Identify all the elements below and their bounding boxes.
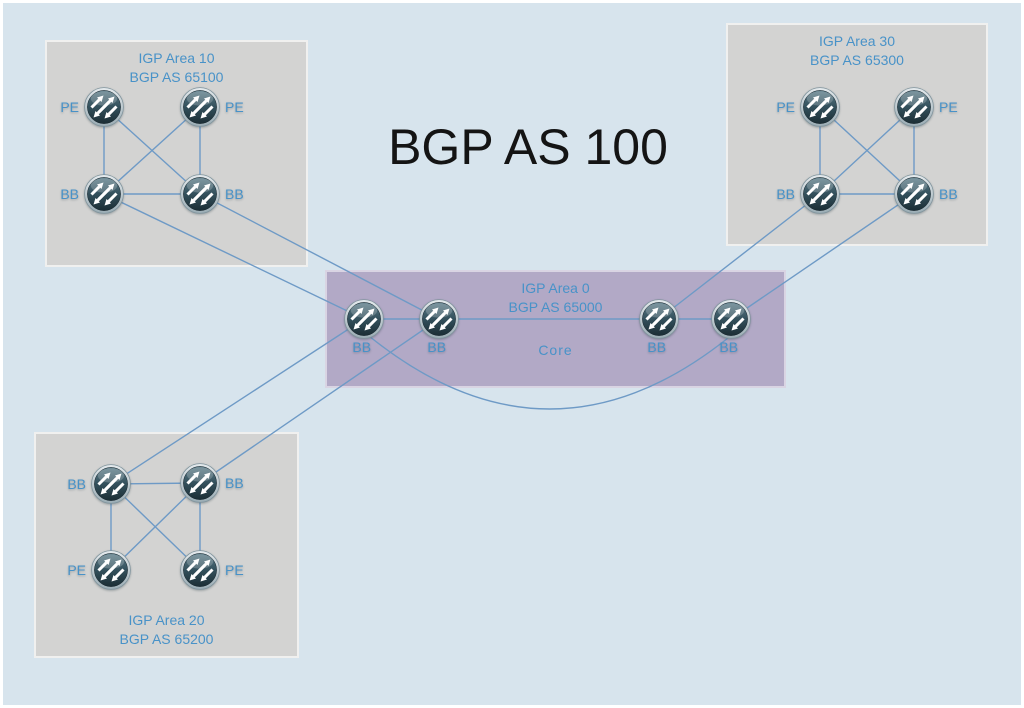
router-a10-pe2: PE	[179, 86, 244, 128]
router-label: BB	[427, 339, 447, 355]
router-a20-bb1: BB	[67, 463, 132, 505]
router-label: BB	[776, 186, 795, 202]
router-icon	[799, 86, 841, 128]
router-label: BB	[647, 339, 667, 355]
router-a30-bb2: BB	[893, 173, 958, 215]
router-a20-pe1: PE	[67, 549, 132, 591]
router-label: BB	[225, 475, 244, 491]
router-core-bb1: BB	[343, 298, 385, 355]
router-a20-pe2: PE	[179, 549, 244, 591]
area-box-title-line: IGP Area 0	[521, 280, 590, 296]
router-icon	[799, 173, 841, 215]
area-box-title: IGP Area 20 BGP AS 65200	[36, 611, 297, 649]
router-icon	[90, 463, 132, 505]
area-box-area30: IGP Area 30 BGP AS 65300	[726, 23, 988, 246]
area-box-title-line: BGP AS 65100	[129, 69, 224, 85]
router-label: PE	[776, 99, 795, 115]
area-box-area10: IGP Area 10 BGP AS 65100	[45, 40, 308, 267]
router-label: PE	[939, 99, 958, 115]
router-icon	[83, 173, 125, 215]
router-icon	[638, 298, 680, 340]
router-core-bb4: BB	[710, 298, 752, 355]
router-icon	[179, 549, 221, 591]
router-label: BB	[67, 476, 86, 492]
router-a10-bb1: BB	[60, 173, 125, 215]
router-icon	[179, 462, 221, 504]
router-icon	[893, 86, 935, 128]
router-icon	[710, 298, 752, 340]
router-label: PE	[225, 562, 244, 578]
router-label: PE	[225, 99, 244, 115]
area-box-title-line: IGP Area 20	[128, 612, 205, 628]
router-icon	[179, 173, 221, 215]
area-box-title-line: IGP Area 30	[818, 33, 895, 49]
area-box-title-line: BGP AS 65200	[119, 631, 214, 647]
router-a10-pe1: PE	[60, 86, 125, 128]
router-icon	[83, 86, 125, 128]
router-label: BB	[939, 186, 958, 202]
router-label: PE	[60, 99, 79, 115]
router-icon	[893, 173, 935, 215]
diagram-title: BGP AS 100	[388, 119, 668, 175]
router-label: BB	[225, 186, 244, 202]
area-box-title-line: BGP AS 65000	[508, 299, 603, 315]
router-a20-bb2: BB	[179, 462, 244, 504]
area-box-title-line: BGP AS 65300	[810, 52, 904, 68]
router-core-bb3: BB	[638, 298, 680, 355]
area-box-area20: IGP Area 20 BGP AS 65200	[34, 432, 299, 658]
router-label: BB	[352, 339, 372, 355]
area-box-title: IGP Area 10 BGP AS 65100	[47, 49, 306, 87]
router-icon	[179, 86, 221, 128]
router-a30-pe2: PE	[893, 86, 958, 128]
router-label: BB	[60, 186, 79, 202]
router-icon	[343, 298, 385, 340]
router-label: BB	[719, 339, 739, 355]
area-box-title-line: IGP Area 10	[138, 50, 215, 66]
core-center-label: Core	[538, 342, 573, 358]
router-a30-bb1: BB	[776, 173, 841, 215]
area-box-title: IGP Area 30 BGP AS 65300	[728, 32, 986, 70]
router-icon	[418, 298, 460, 340]
router-label: PE	[67, 562, 86, 578]
router-icon	[90, 549, 132, 591]
area-box-title: IGP Area 0 BGP AS 65000	[327, 279, 784, 317]
router-core-bb2: BB	[418, 298, 460, 355]
router-a10-bb2: BB	[179, 173, 244, 215]
router-a30-pe1: PE	[776, 86, 841, 128]
